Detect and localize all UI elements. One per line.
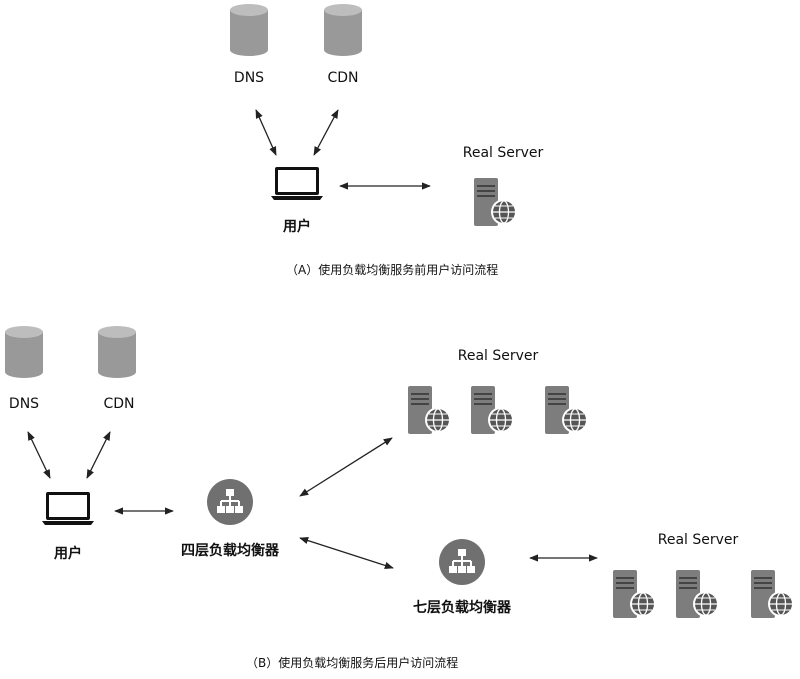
caption-b: （B）使用负载均衡服务后用户访问流程 (246, 656, 459, 670)
user-laptop-icon-b (42, 492, 94, 525)
real-server-icon-b2 (470, 385, 515, 435)
cdn-label: CDN (327, 70, 359, 86)
caption-a: （A）使用负载均衡服务前用户访问流程 (286, 263, 499, 277)
l4-load-balancer-icon (206, 478, 254, 526)
real-server-group-right-label: Real Server (657, 532, 739, 548)
real-server-label: Real Server (462, 145, 544, 161)
real-server-icon-b1 (407, 385, 452, 435)
dns-database-icon (230, 4, 268, 56)
user-label: 用户 (283, 219, 311, 235)
l4-l7-arrow (299, 537, 394, 569)
real-server-icon-b6 (750, 569, 795, 619)
real-server-icon-b5 (675, 569, 720, 619)
cdn-user-arrow-b (86, 431, 111, 479)
l7-load-balancer-icon (438, 538, 486, 586)
cdn-database-icon-b (98, 326, 136, 378)
cdn-user-arrow (313, 109, 339, 156)
dns-label: DNS (233, 70, 265, 86)
real-server-icon-b3 (544, 385, 589, 435)
dns-user-arrow (255, 109, 277, 156)
l4-servers-arrow (299, 437, 393, 497)
cdn-database-icon (324, 4, 362, 56)
dns-user-arrow-b (27, 431, 51, 479)
real-server-icon (473, 177, 518, 227)
l4-load-balancer-label: 四层负载均衡器 (181, 543, 279, 559)
cdn-label-b: CDN (103, 396, 135, 412)
l7-load-balancer-label: 七层负载均衡器 (413, 600, 511, 616)
user-laptop-icon (271, 167, 323, 200)
dns-label-b: DNS (8, 396, 40, 412)
real-server-icon-b4 (612, 569, 657, 619)
real-server-group-top-label: Real Server (457, 348, 539, 364)
user-label-b: 用户 (54, 546, 82, 562)
dns-database-icon-b (5, 326, 43, 378)
